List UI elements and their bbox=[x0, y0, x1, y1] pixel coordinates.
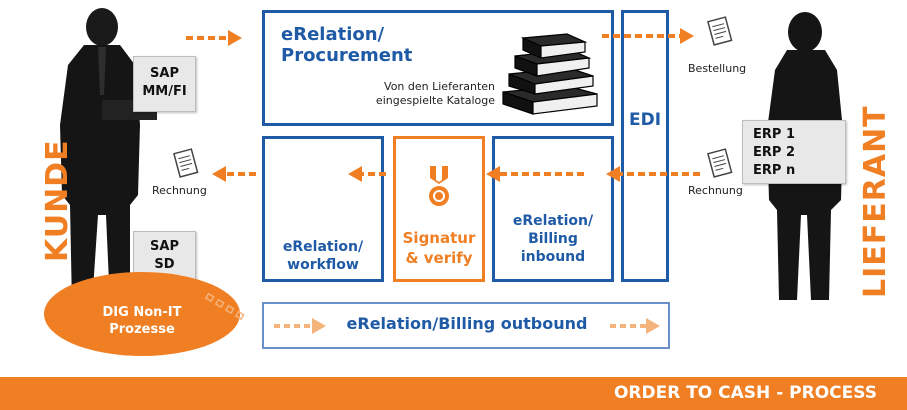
document-icon bbox=[173, 148, 199, 178]
edi-label: EDI bbox=[628, 110, 662, 130]
dig-text: DIG Non-IT Prozesse bbox=[82, 304, 202, 338]
billing-inbound-line1: eRelation/ bbox=[512, 213, 594, 229]
procurement-title-line1: eRelation/ bbox=[281, 24, 385, 45]
sap-mm-fi-line2: MM/FI bbox=[142, 84, 187, 99]
dig-line1: DIG Non-IT bbox=[102, 305, 182, 320]
arrow-head-right bbox=[680, 28, 694, 44]
dig-connector bbox=[205, 293, 245, 321]
arrow-head-left bbox=[606, 166, 620, 182]
workflow-box bbox=[262, 136, 384, 282]
signatur-box bbox=[393, 136, 485, 282]
procurement-caption: Von den Lieferanten eingespielte Katalog… bbox=[360, 80, 495, 108]
workflow-line2: workflow bbox=[287, 257, 359, 273]
dig-ellipse bbox=[44, 272, 240, 356]
erp-line-3: ERP n bbox=[753, 163, 796, 178]
erp-line-1: ERP 1 bbox=[753, 127, 795, 142]
procurement-caption-line2: eingespielte Kataloge bbox=[375, 94, 495, 107]
arrow-head-left bbox=[348, 166, 362, 182]
arrow-head-right bbox=[228, 30, 242, 46]
medal-icon bbox=[429, 166, 449, 206]
bestellung-label: Bestellung bbox=[688, 62, 747, 75]
signatur-line2: & verify bbox=[405, 249, 473, 267]
sap-mm-fi-box: SAP MM/FI bbox=[133, 56, 196, 112]
dig-line2: Prozesse bbox=[109, 322, 175, 337]
rechnung-right-label: Rechnung bbox=[688, 184, 743, 197]
sap-mm-fi-line1: SAP bbox=[150, 66, 179, 81]
edi-box bbox=[621, 10, 669, 282]
workflow-text: eRelation/ workflow bbox=[262, 238, 384, 274]
footer-bar: ORDER TO CASH - PROCESS bbox=[0, 377, 907, 410]
document-icon bbox=[707, 148, 733, 178]
erp-box: ERP 1 ERP 2 ERP n bbox=[742, 120, 846, 184]
customer-silhouette bbox=[60, 8, 157, 305]
procurement-title-line2: Procurement bbox=[281, 45, 413, 66]
procurement-caption-line1: Von den Lieferanten bbox=[384, 80, 495, 93]
billing-outbound-label: eRelation/Billing outbound bbox=[346, 314, 588, 333]
billing-inbound-text: eRelation/ Billing inbound bbox=[492, 212, 614, 266]
arrow-head-left bbox=[212, 166, 226, 182]
billing-inbound-line3: inbound bbox=[520, 249, 586, 265]
billing-inbound-box bbox=[492, 136, 614, 282]
footer-title: ORDER TO CASH - PROCESS bbox=[613, 383, 877, 403]
arrow-head-left bbox=[486, 166, 500, 182]
sap-sd-line1: SAP bbox=[150, 239, 179, 254]
signatur-line1: Signatur bbox=[402, 229, 476, 247]
workflow-line1: eRelation/ bbox=[282, 239, 364, 255]
procurement-title: eRelation/ Procurement bbox=[281, 24, 412, 66]
rechnung-left-label: Rechnung bbox=[152, 184, 207, 197]
erp-line-2: ERP 2 bbox=[753, 145, 795, 160]
flow-arrows bbox=[186, 28, 700, 334]
billing-outbound-box bbox=[262, 302, 670, 349]
sap-sd-line2: SD bbox=[154, 257, 175, 272]
books-icon bbox=[502, 33, 598, 115]
billing-inbound-line2: Billing bbox=[528, 231, 578, 247]
document-icon bbox=[707, 16, 733, 46]
signatur-text: Signatur & verify bbox=[393, 228, 485, 268]
